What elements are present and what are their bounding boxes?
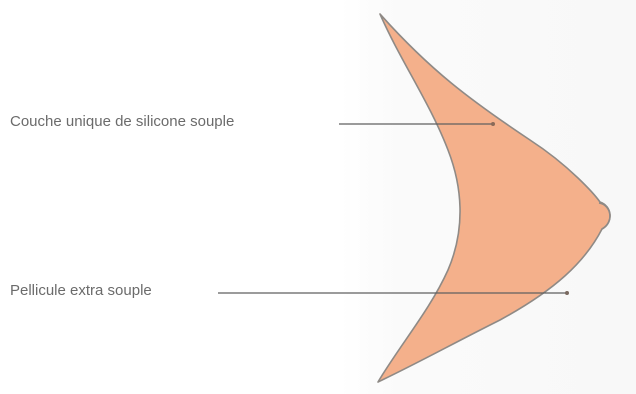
label-extra-soft-film: Pellicule extra souple — [10, 283, 152, 298]
prosthesis-shape — [378, 14, 610, 382]
leader-dot-single-layer — [491, 122, 495, 126]
label-single-layer: Couche unique de silicone souple — [10, 114, 234, 129]
leader-dot-extra-soft-film — [565, 291, 569, 295]
